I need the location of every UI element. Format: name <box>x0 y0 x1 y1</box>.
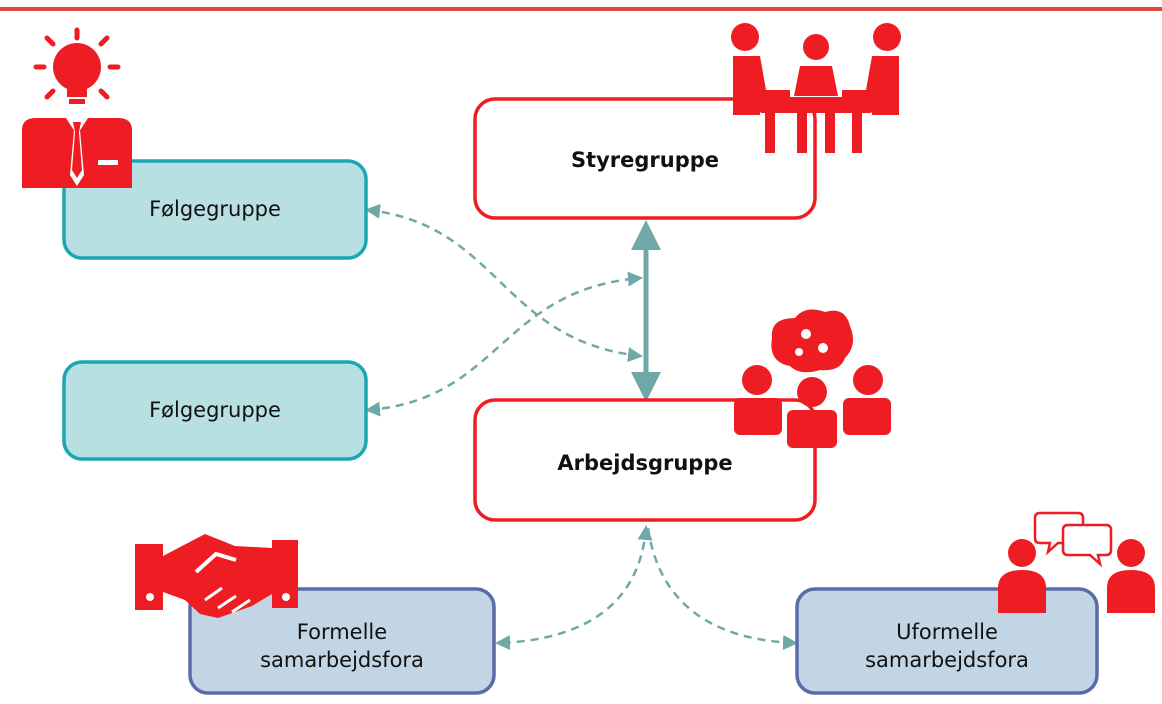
connector-arbejdsgruppe-formelle <box>495 525 653 651</box>
node-uformelle <box>795 587 1099 695</box>
label-formelle: Formelle samarbejdsfora <box>260 620 424 672</box>
conversation-icon <box>998 511 1155 613</box>
label-uformelle: Uformelle samarbejdsfora <box>865 620 1029 672</box>
connectors <box>365 203 798 651</box>
node-styregruppe <box>473 97 817 220</box>
node-folgegruppe-bottom <box>62 360 368 461</box>
label-arbejdsgruppe: Arbejdsgruppe <box>557 451 733 475</box>
idea-businessman-icon <box>22 27 132 188</box>
top-rule <box>0 7 1162 11</box>
label-folgegruppe-top: Følgegruppe <box>149 197 281 221</box>
node-arbejdsgruppe <box>473 398 817 522</box>
handshake-icon <box>135 534 298 618</box>
meeting-table-icon <box>731 23 901 153</box>
connector-arbejdsgruppe-uformelle <box>646 527 798 651</box>
label-folgegruppe-bottom: Følgegruppe <box>149 398 281 422</box>
label-styregruppe: Styregruppe <box>570 148 720 172</box>
connector-folgegruppe-bottom-styregruppe <box>365 271 643 417</box>
connector-folgegruppe-top-arbejdsgruppe <box>365 203 643 363</box>
team-brainstorm-icon <box>734 309 891 448</box>
node-formelle <box>188 587 496 695</box>
node-folgegruppe-top <box>62 159 368 260</box>
